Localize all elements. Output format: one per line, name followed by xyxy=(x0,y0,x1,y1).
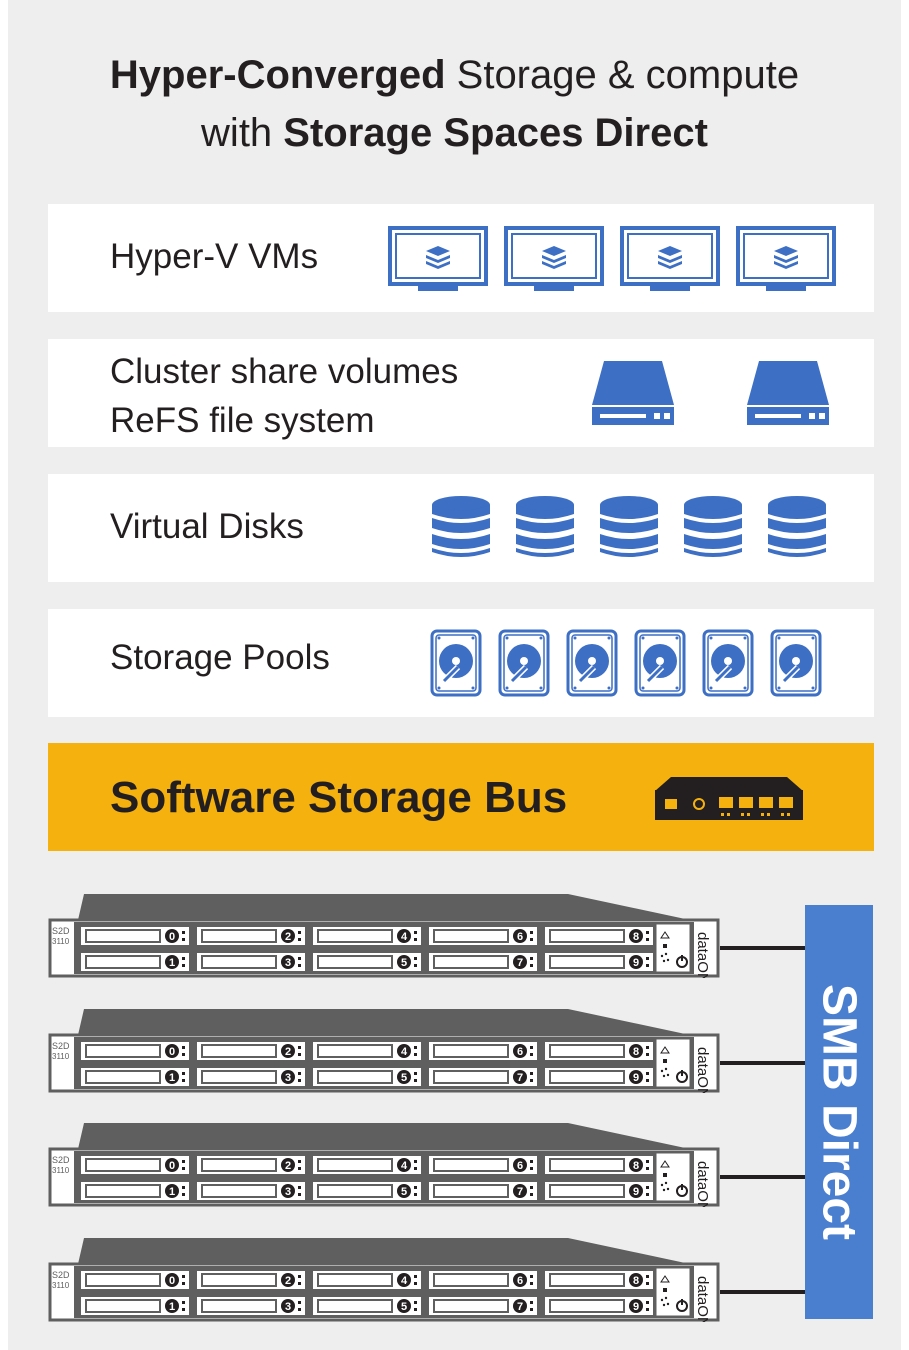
hard-drive-icon xyxy=(770,629,822,702)
svg-text:7: 7 xyxy=(517,1186,523,1198)
svg-text:5: 5 xyxy=(401,1186,407,1198)
layer-label: Storage Pools xyxy=(110,638,330,677)
hard-drive-icon xyxy=(498,629,550,702)
rack-server: S2D 3110 0 1 2 3 4 xyxy=(48,892,720,984)
svg-text:7: 7 xyxy=(517,957,523,969)
title-bold-1: Hyper-Converged xyxy=(109,53,446,97)
svg-text:8: 8 xyxy=(633,1160,639,1172)
svg-text:4: 4 xyxy=(401,931,408,943)
title-bold-2: Storage Spaces Direct xyxy=(283,111,708,155)
svg-text:S2D: S2D xyxy=(52,1155,70,1165)
svg-text:0: 0 xyxy=(169,1275,175,1287)
svg-text:8: 8 xyxy=(633,1275,639,1287)
title-pre-2: with xyxy=(201,111,284,155)
svg-text:dataON: dataON xyxy=(694,932,711,978)
layer-storage-pools: Storage Pools xyxy=(48,609,874,717)
svg-text:2: 2 xyxy=(285,931,291,943)
title-rest-1: Storage & compute xyxy=(445,53,800,97)
svg-text:dataON: dataON xyxy=(694,1047,711,1093)
monitor-icon xyxy=(504,226,604,297)
svg-text:S2D: S2D xyxy=(52,1270,70,1280)
svg-text:1: 1 xyxy=(169,1301,175,1313)
volume-icon xyxy=(590,359,676,432)
svg-text:2: 2 xyxy=(285,1046,291,1058)
network-link-line xyxy=(720,946,805,950)
diagram-title: Hyper-Converged Storage & compute with S… xyxy=(0,46,909,162)
smb-direct-bar: SMB Direct xyxy=(805,905,873,1319)
svg-text:3: 3 xyxy=(285,957,291,969)
layer-label-line-1: Cluster share volumes xyxy=(110,352,459,391)
svg-text:3: 3 xyxy=(285,1186,291,1198)
layer-cluster-volumes: Cluster share volumes ReFS file system xyxy=(48,339,874,447)
svg-text:5: 5 xyxy=(401,1301,407,1313)
svg-text:6: 6 xyxy=(517,1275,523,1287)
svg-text:3110: 3110 xyxy=(52,1052,70,1061)
svg-text:3: 3 xyxy=(285,1072,291,1084)
svg-text:4: 4 xyxy=(401,1160,408,1172)
monitor-icon xyxy=(620,226,720,297)
title-line-1: Hyper-Converged Storage & compute xyxy=(0,46,909,104)
hard-drive-icon xyxy=(430,629,482,702)
svg-text:dataON: dataON xyxy=(694,1276,711,1322)
layer-virtual-disks: Virtual Disks xyxy=(48,474,874,582)
svg-text:6: 6 xyxy=(517,1046,523,1058)
svg-text:9: 9 xyxy=(633,1186,639,1198)
layer-hyper-v-vms: Hyper-V VMs xyxy=(48,204,874,312)
software-storage-bus: Software Storage Bus xyxy=(48,743,874,851)
database-icon xyxy=(682,494,744,565)
hard-drive-icon xyxy=(634,629,686,702)
svg-text:2: 2 xyxy=(285,1160,291,1172)
svg-text:6: 6 xyxy=(517,931,523,943)
bus-label: Software Storage Bus xyxy=(110,773,568,822)
svg-text:7: 7 xyxy=(517,1301,523,1313)
svg-text:0: 0 xyxy=(169,1160,175,1172)
rack-server: S2D 3110 0 1 2 3 4 xyxy=(48,1007,720,1099)
svg-text:S2D: S2D xyxy=(52,1041,70,1051)
svg-text:3110: 3110 xyxy=(52,1281,70,1290)
svg-text:8: 8 xyxy=(633,931,639,943)
svg-text:9: 9 xyxy=(633,1301,639,1313)
svg-text:5: 5 xyxy=(401,957,407,969)
svg-text:5: 5 xyxy=(401,1072,407,1084)
network-link-line xyxy=(720,1061,805,1065)
database-icon xyxy=(430,494,492,565)
svg-text:1: 1 xyxy=(169,1186,175,1198)
svg-text:S2D: S2D xyxy=(52,926,70,936)
svg-text:9: 9 xyxy=(633,957,639,969)
network-link-line xyxy=(720,1290,805,1294)
svg-text:1: 1 xyxy=(169,1072,175,1084)
title-line-2: with Storage Spaces Direct xyxy=(0,104,909,162)
layer-label: Cluster share volumes ReFS file system xyxy=(110,347,458,445)
hard-drive-icon xyxy=(702,629,754,702)
svg-text:2: 2 xyxy=(285,1275,291,1287)
svg-text:4: 4 xyxy=(401,1046,408,1058)
svg-text:4: 4 xyxy=(401,1275,408,1287)
svg-text:3110: 3110 xyxy=(52,1166,70,1175)
svg-text:0: 0 xyxy=(169,1046,175,1058)
svg-text:1: 1 xyxy=(169,957,175,969)
svg-text:3: 3 xyxy=(285,1301,291,1313)
database-icon xyxy=(514,494,576,565)
svg-text:7: 7 xyxy=(517,1072,523,1084)
layer-label: Hyper-V VMs xyxy=(110,237,319,276)
hard-drive-icon xyxy=(566,629,618,702)
rack-server: S2D 3110 0 1 2 3 4 xyxy=(48,1121,720,1213)
rack-server: S2D 3110 0 1 2 3 4 xyxy=(48,1236,720,1328)
svg-text:6: 6 xyxy=(517,1160,523,1172)
layer-label-line-2: ReFS file system xyxy=(110,401,375,440)
database-icon xyxy=(766,494,828,565)
network-switch-icon xyxy=(655,777,803,820)
svg-text:3110: 3110 xyxy=(52,937,70,946)
svg-text:0: 0 xyxy=(169,931,175,943)
layer-label: Virtual Disks xyxy=(110,507,304,546)
network-link-line xyxy=(720,1175,805,1179)
monitor-icon xyxy=(388,226,488,297)
monitor-icon xyxy=(736,226,836,297)
smb-direct-label: SMB Direct xyxy=(812,983,866,1241)
svg-text:dataON: dataON xyxy=(694,1161,711,1207)
svg-text:9: 9 xyxy=(633,1072,639,1084)
database-icon xyxy=(598,494,660,565)
svg-text:8: 8 xyxy=(633,1046,639,1058)
volume-icon xyxy=(745,359,831,432)
